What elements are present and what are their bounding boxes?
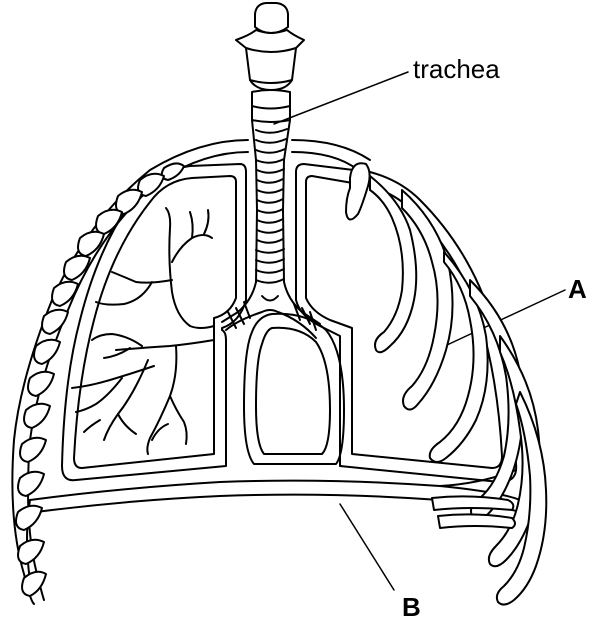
label-b: B (402, 594, 421, 620)
trachea (252, 120, 290, 283)
upper-trachea-rings (252, 90, 290, 122)
trachea-leader-line (274, 72, 408, 124)
trachea-label: trachea (413, 56, 500, 82)
left-lung (62, 164, 246, 480)
b-leader-line (340, 504, 394, 590)
larynx (236, 3, 304, 90)
heart (244, 314, 344, 464)
label-a: A (568, 276, 587, 302)
pleural-membranes (12, 140, 520, 604)
intercostal-chain (16, 163, 184, 596)
